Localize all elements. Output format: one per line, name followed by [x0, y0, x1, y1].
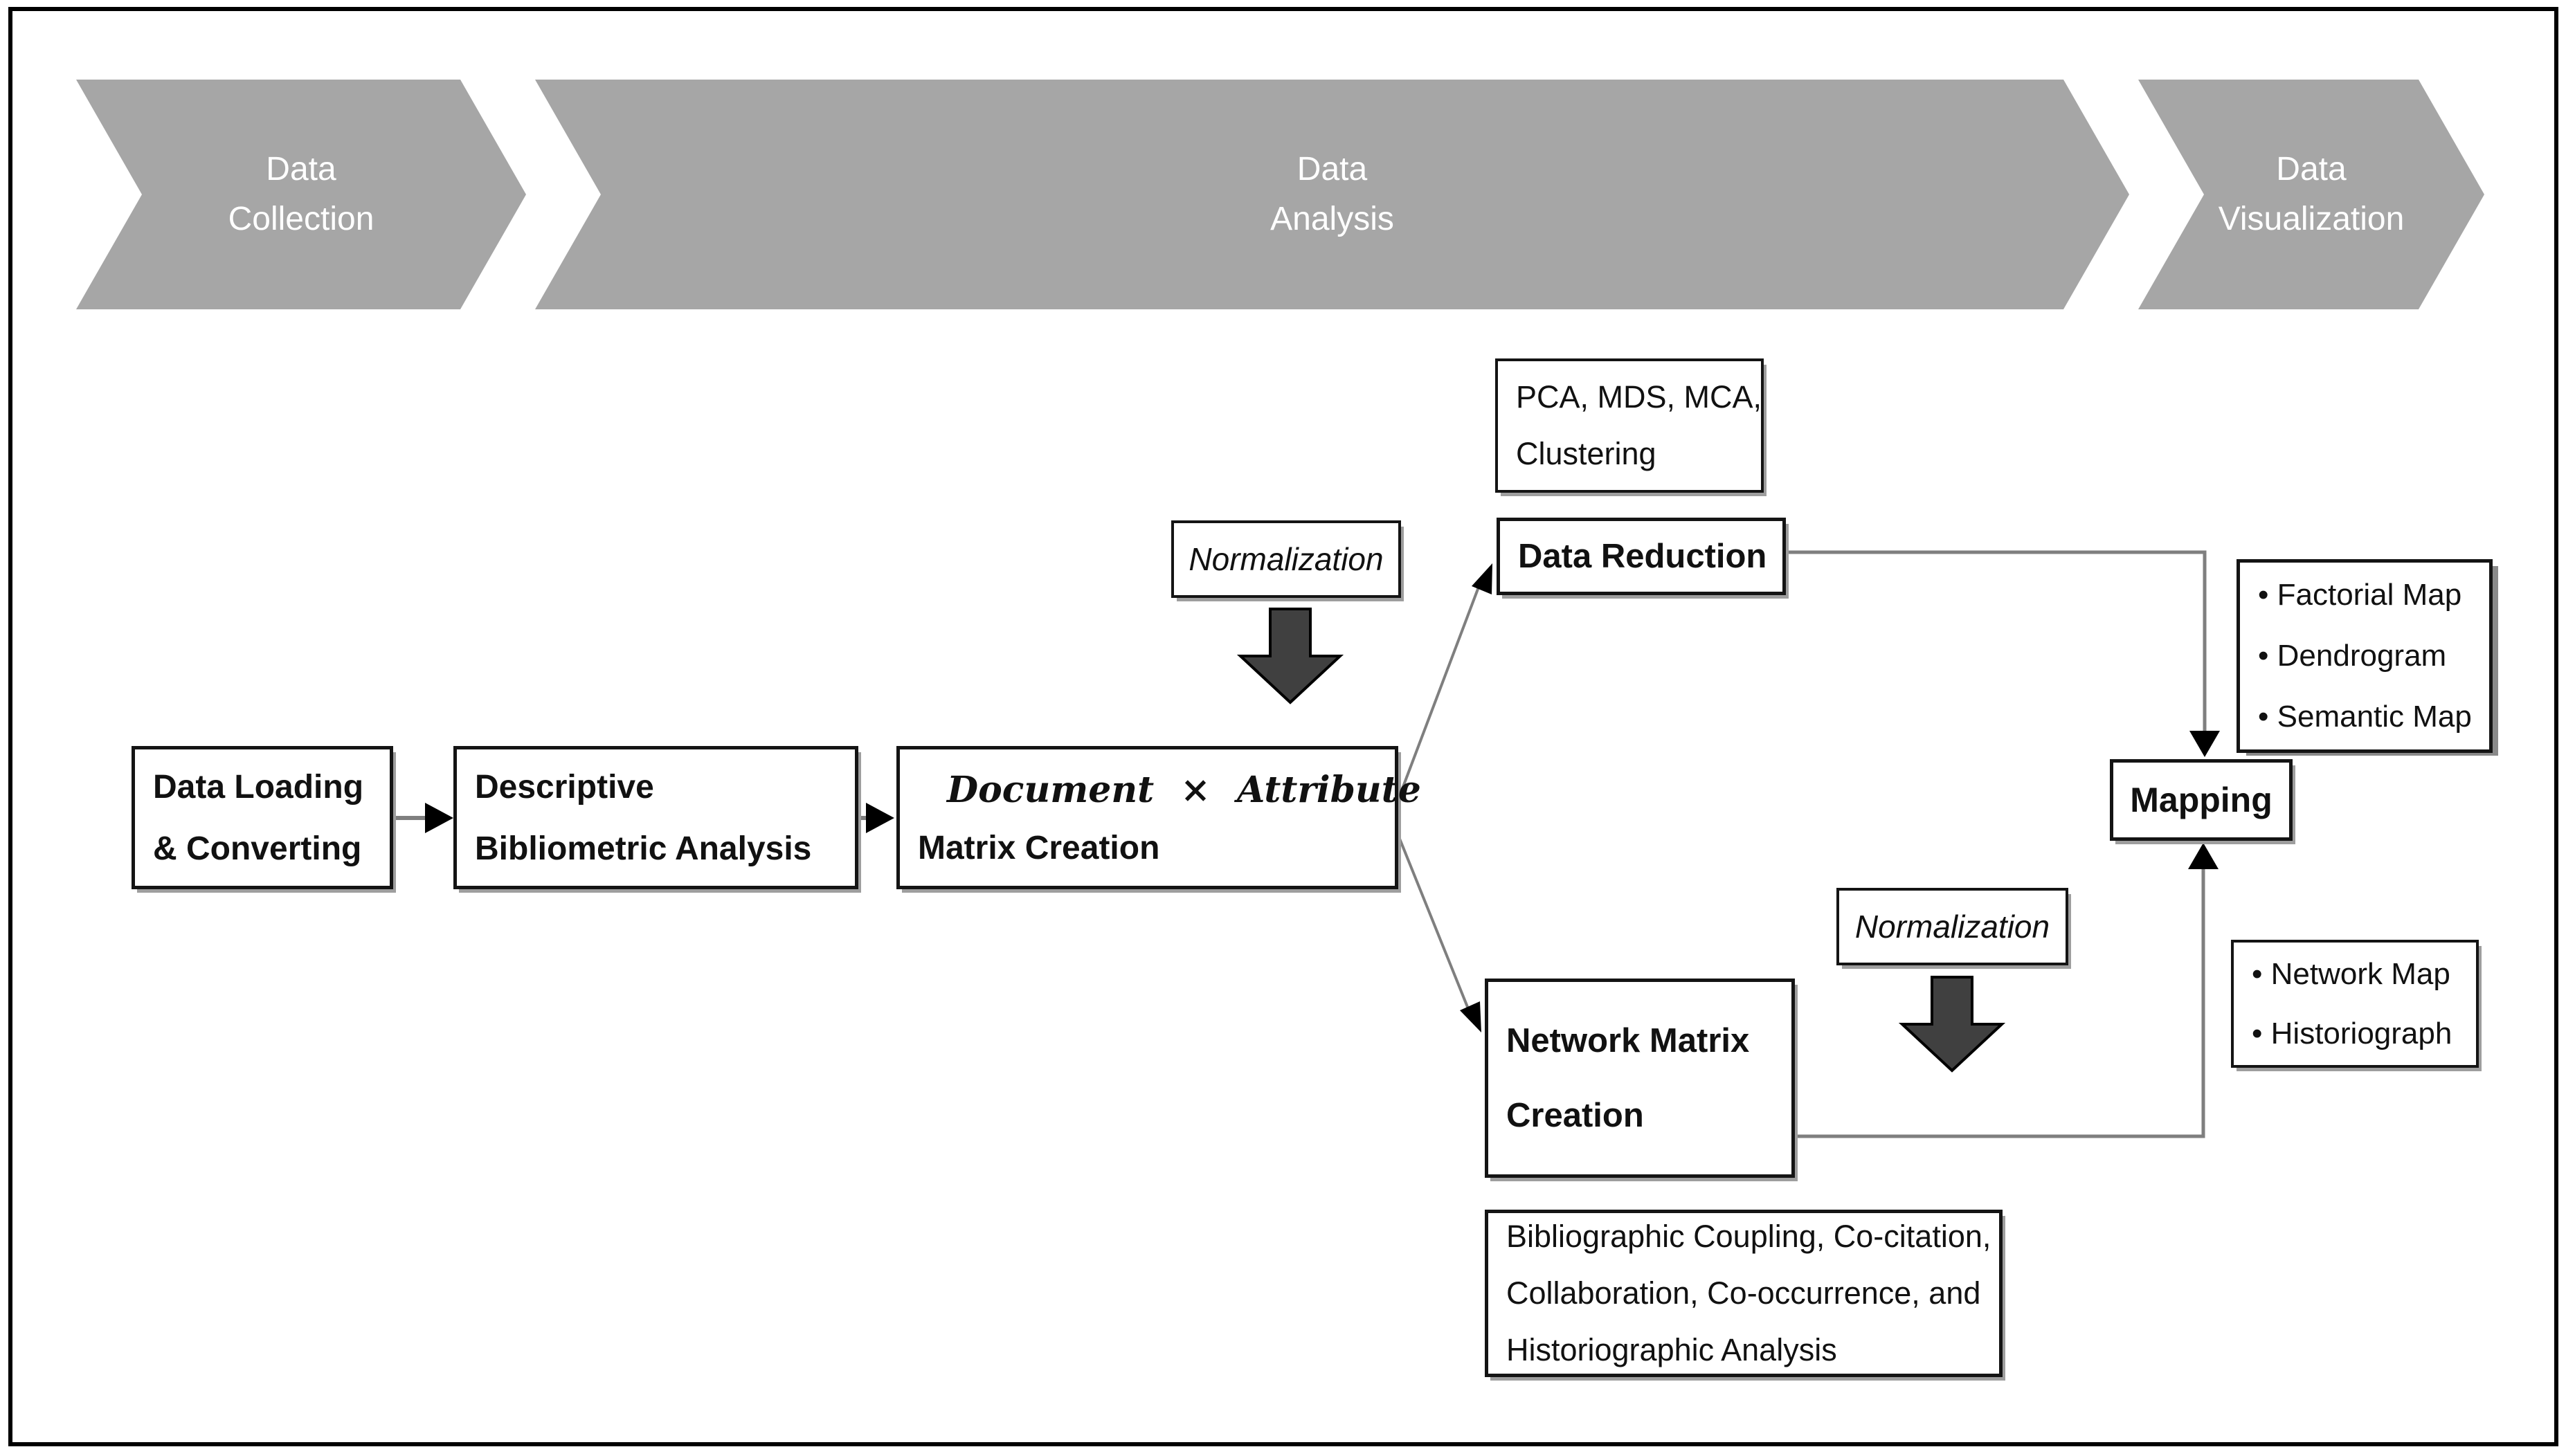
box-text-line: Matrix Creation	[918, 829, 1160, 866]
bullet-item: Network Map	[2252, 957, 2450, 992]
banner-stage-data-collection: Data Collection	[76, 80, 526, 309]
bullet-item: Factorial Map	[2258, 578, 2462, 612]
stage-label-line: Data	[266, 150, 336, 188]
box-text-line: Mapping	[2130, 781, 2273, 819]
bullet-item: Dendrogram	[2258, 639, 2447, 673]
box-mapping: Mapping	[2110, 759, 2293, 841]
box-normalization-2: Normalization	[1836, 888, 2068, 965]
box-text-line: Data Loading	[153, 768, 364, 806]
stage-label-line: Analysis	[1270, 201, 1394, 237]
box-text-line: PCA, MDS, MCA,	[1516, 379, 1762, 415]
box-data-reduction: Data Reduction	[1497, 518, 1786, 595]
diagram-frame	[8, 7, 2558, 1446]
box-text-line: Bibliographic Coupling, Co-citation,	[1506, 1219, 1991, 1254]
box-data-loading-converting: Data Loading & Converting	[132, 746, 393, 889]
bullet-item: Historiograph	[2252, 1017, 2452, 1051]
box-text-line: Normalization	[1854, 909, 2050, 945]
box-text-line: Descriptive	[475, 768, 654, 806]
banner-stage-data-analysis: Data Analysis	[535, 80, 2129, 309]
stage-label-line: Data	[1296, 150, 1368, 188]
box-text-line: Network Matrix	[1506, 1022, 1750, 1059]
box-text-line: Bibliometric Analysis	[475, 830, 812, 867]
box-matrix-creation: Document × Attribute Matrix Creation	[896, 746, 1421, 889]
box-descriptive-bibliometric-analysis: Descriptive Bibliometric Analysis	[453, 746, 858, 889]
box-text-line: & Converting	[153, 830, 362, 867]
box-network-matrix-creation: Network Matrix Creation	[1485, 979, 1795, 1178]
box-text-line: Clustering	[1516, 436, 1656, 471]
box-text-line: Data Reduction	[1518, 538, 1767, 575]
box-normalization-1: Normalization	[1171, 520, 1401, 598]
box-text-line: Historiographic Analysis	[1506, 1332, 1837, 1367]
bullet-item: Semantic Map	[2258, 700, 2472, 734]
stage-label-line: Visualization	[2218, 201, 2405, 237]
box-text-line: Normalization	[1189, 541, 1384, 577]
box-network-outputs: Network Map Historiograph	[2231, 940, 2479, 1068]
box-reduction-outputs: Factorial Map Dendrogram Semantic Map	[2237, 559, 2493, 753]
box-text-line: Creation	[1506, 1097, 1644, 1134]
stage-label-line: Collection	[228, 201, 374, 237]
box-text-math-line: Document × Attribute	[947, 768, 1421, 811]
box-pca-methods: PCA, MDS, MCA, Clustering	[1495, 358, 1764, 493]
box-network-methods: Bibliographic Coupling, Co-citation, Col…	[1485, 1210, 2003, 1377]
stage-label-line: Data	[2276, 150, 2347, 188]
box-text-line: Collaboration, Co-occurrence, and	[1506, 1275, 1981, 1311]
